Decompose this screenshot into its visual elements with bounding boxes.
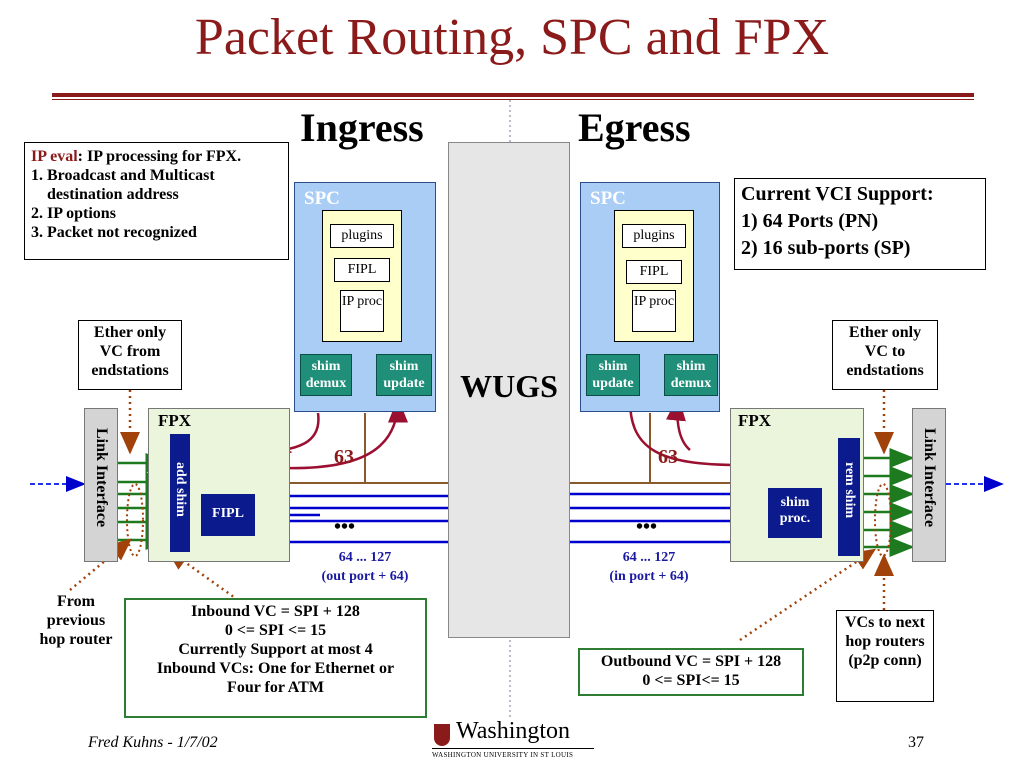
egress-ip-proc: IP proc (632, 290, 676, 332)
ingress-fipl: FIPL (334, 258, 390, 282)
egress-link-interface (912, 408, 946, 562)
wugs-label: WUGS (460, 368, 558, 404)
inbound-line: Inbound VCs: One for Ethernet or (156, 660, 395, 677)
ip-eval-term: IP eval (31, 148, 78, 165)
title-rule (52, 93, 974, 97)
vcs-next-hop-note: VCs to next hop routers (p2p conn) (836, 610, 934, 702)
ingress-shim-update: shim update (376, 354, 432, 396)
inbound-line: 0 <= SPI <= 15 (224, 622, 327, 639)
logo-subtitle: WASHINGTON UNIVERSITY IN ST LOUIS (432, 751, 574, 759)
egress-spc-label: SPC (590, 188, 626, 209)
footer-logo: Washington WASHINGTON UNIVERSITY IN ST L… (432, 718, 596, 762)
ip-eval-item: 2.IP options (31, 205, 116, 222)
ingress-ip-proc: IP proc (340, 290, 384, 332)
vci-support-line: 1) 64 Ports (PN) (741, 210, 879, 232)
page-title: Packet Routing, SPC and FPX (194, 9, 830, 66)
ingress-shim-demux: shim demux (300, 354, 352, 396)
ip-eval-item: 1.Broadcast and Multicast destination ad… (31, 167, 215, 203)
vci-support-box: Current VCI Support: 1) 64 Ports (PN) 2)… (734, 178, 986, 270)
ingress-add-shim-label: add shim (173, 462, 188, 517)
title-rule-thin (52, 99, 974, 100)
ip-eval-heading: IP eval: IP processing for FPX. (31, 147, 282, 166)
egress-shim-proc: shim proc. (768, 488, 822, 538)
ingress-plugins: plugins (330, 224, 394, 248)
egress-heading: Egress (578, 105, 691, 150)
ip-eval-box: IP eval: IP processing for FPX. 1.Broadc… (24, 142, 289, 260)
footer-author: Fred Kuhns - 1/7/02 (88, 734, 218, 751)
egress-link-interface-label: Link Interface (921, 428, 938, 528)
egress-port-63: 63 (658, 446, 678, 468)
ingress-port-63: 63 (334, 446, 354, 468)
ip-eval-item: 3.Packet not recognized (31, 224, 197, 241)
wugs-switch (448, 142, 570, 638)
shield-icon (434, 724, 450, 746)
ingress-add-shim (170, 434, 190, 552)
egress-rem-shim (838, 438, 860, 556)
inbound-line: Currently Support at most 4 (178, 641, 373, 658)
inbound-line: Four for ATM (227, 679, 324, 696)
vci-support-line: 2) 16 sub-ports (SP) (741, 237, 911, 259)
egress-rem-shim-label: rem shim (842, 462, 857, 519)
egress-plugins: plugins (622, 224, 686, 248)
logo-wordmark: Washington (456, 718, 571, 744)
ingress-link-interface (84, 408, 118, 562)
egress-shim-demux: shim demux (664, 354, 718, 396)
inbound-vc-box: Inbound VC = SPI + 128 0 <= SPI <= 15 Cu… (124, 598, 427, 718)
page-number: 37 (908, 734, 924, 751)
ingress-fpx-label: FPX (158, 411, 192, 430)
egress-fipl: FIPL (626, 260, 682, 284)
ip-eval-desc: : IP processing for FPX. (77, 148, 242, 165)
inbound-line: Inbound VC = SPI + 128 (191, 603, 360, 620)
ingress-heading: Ingress (300, 105, 424, 150)
egress-dots: ••• (636, 516, 658, 538)
outbound-line: 0 <= SPI<= 15 (642, 672, 740, 689)
vci-support-title: Current VCI Support: (741, 183, 934, 205)
outbound-line: Outbound VC = SPI + 128 (600, 653, 782, 670)
ingress-fpx-fipl: FIPL (201, 494, 255, 536)
egress-ether-note: Ether only VC to endstations (832, 320, 938, 390)
egress-shim-update: shim update (586, 354, 640, 396)
ingress-ports-range: 64 ... 127 (338, 550, 392, 565)
ingress-ports-note: (out port + 64) (321, 569, 409, 584)
egress-ports-note: (in port + 64) (609, 569, 689, 584)
egress-ports-range: 64 ... 127 (622, 550, 676, 565)
egress-fpx-label: FPX (738, 411, 772, 430)
outbound-vc-box: Outbound VC = SPI + 128 0 <= SPI<= 15 (578, 648, 804, 696)
ingress-ether-note: Ether only VC from endstations (78, 320, 182, 390)
from-prev-hop-note: From previous hop router (39, 593, 113, 648)
ingress-link-interface-label: Link Interface (93, 428, 110, 528)
ingress-spc-label: SPC (304, 188, 340, 209)
ingress-dots: ••• (334, 516, 356, 538)
